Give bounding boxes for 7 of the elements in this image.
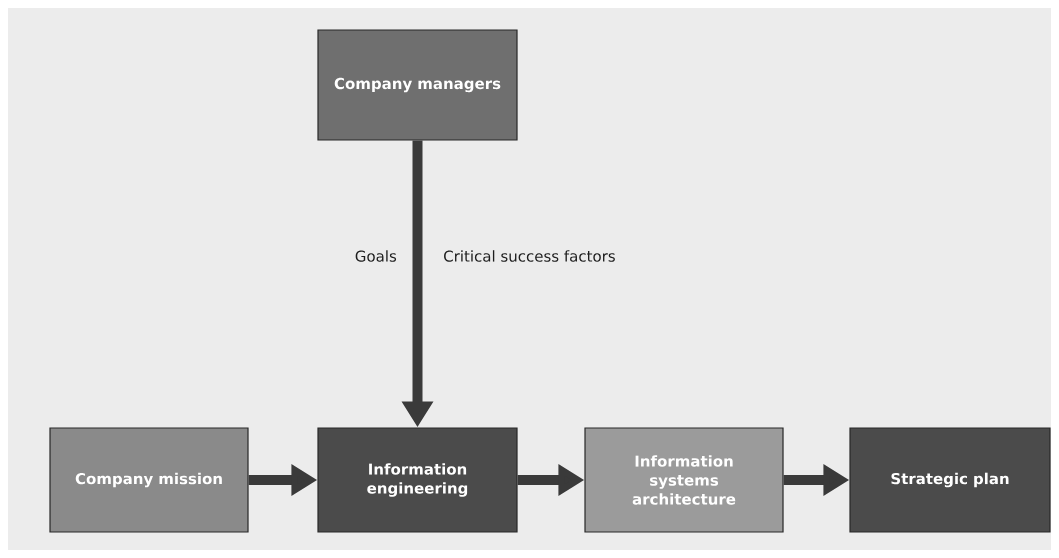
process-box: Information systems architecture [584,427,784,533]
arrow-label: Critical success factors [444,250,615,262]
arrow-label: Goals [355,250,397,262]
process-box: Strategic plan [849,427,1051,533]
process-box: Company managers [317,29,518,141]
process-box: Information engineering [317,427,518,533]
process-box: Company mission [49,427,249,533]
